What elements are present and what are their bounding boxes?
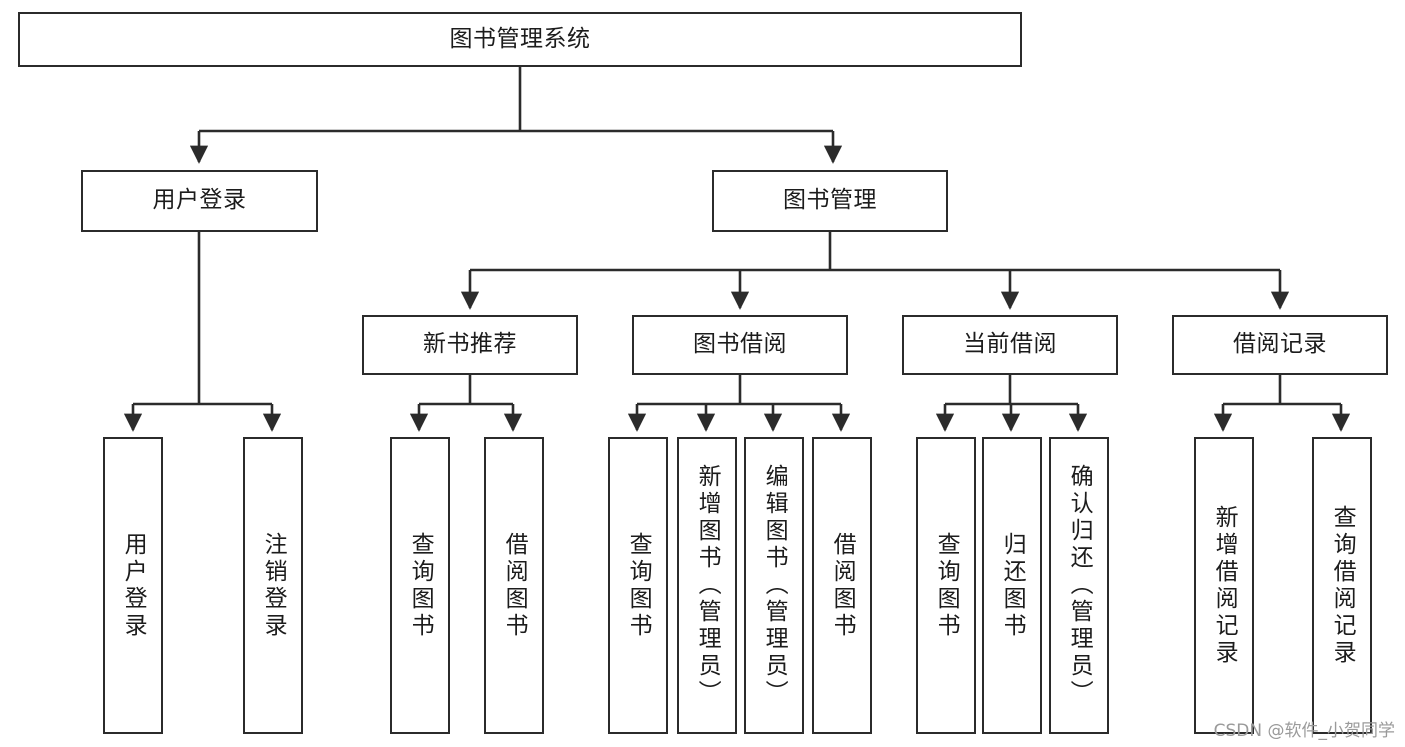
leaf-edit-book-admin[interactable]: 编辑图书（管理员） [744,437,804,734]
node-label: 图书管理 [783,187,877,214]
leaf-confirm-return-admin[interactable]: 确认归还（管理员） [1049,437,1109,734]
leaf-borrow-book[interactable]: 借阅图书 [812,437,872,734]
node-label: 查询借阅记录 [1329,504,1356,667]
leaf-add-borrow-record[interactable]: 新增借阅记录 [1194,437,1254,734]
leaf-user-login[interactable]: 用户登录 [103,437,163,734]
node-label: 查询图书 [625,531,652,640]
node-label: 借阅记录 [1233,331,1327,358]
node-label: 图书借阅 [693,331,787,358]
leaf-query-book-borrow[interactable]: 查询图书 [608,437,668,734]
node-borrow-record[interactable]: 借阅记录 [1172,315,1388,375]
node-label: 新增借阅记录 [1211,504,1238,667]
node-label: 借阅图书 [501,531,528,640]
node-label: 查询图书 [933,531,960,640]
node-label: 当前借阅 [963,331,1057,358]
node-label: 归还图书 [999,531,1026,640]
node-label: 编辑图书（管理员） [761,464,788,707]
node-label: 注销登录 [260,531,287,640]
node-label: 确认归还（管理员） [1066,464,1093,707]
leaf-add-book-admin[interactable]: 新增图书（管理员） [677,437,737,734]
node-new-book-recommend[interactable]: 新书推荐 [362,315,578,375]
node-label: 新书推荐 [423,331,517,358]
node-label: 新增图书（管理员） [694,464,721,707]
leaf-logout[interactable]: 注销登录 [243,437,303,734]
node-book-borrow[interactable]: 图书借阅 [632,315,848,375]
node-label: 查询图书 [407,531,434,640]
node-label: 用户登录 [152,187,247,214]
node-book-management[interactable]: 图书管理 [712,170,948,232]
node-current-borrow[interactable]: 当前借阅 [902,315,1118,375]
node-root-book-management-system[interactable]: 图书管理系统 [18,12,1022,67]
node-label: 图书管理系统 [449,25,591,52]
node-label: 用户登录 [120,531,147,640]
csdn-watermark: CSDN @软件_小贺同学 [1213,721,1395,741]
node-user-login[interactable]: 用户登录 [81,170,318,232]
leaf-borrow-book-recommend[interactable]: 借阅图书 [484,437,544,734]
leaf-query-book-recommend[interactable]: 查询图书 [390,437,450,734]
leaf-return-book[interactable]: 归还图书 [982,437,1042,734]
leaf-query-book-current[interactable]: 查询图书 [916,437,976,734]
leaf-query-borrow-record[interactable]: 查询借阅记录 [1312,437,1372,734]
node-label: 借阅图书 [829,531,856,640]
